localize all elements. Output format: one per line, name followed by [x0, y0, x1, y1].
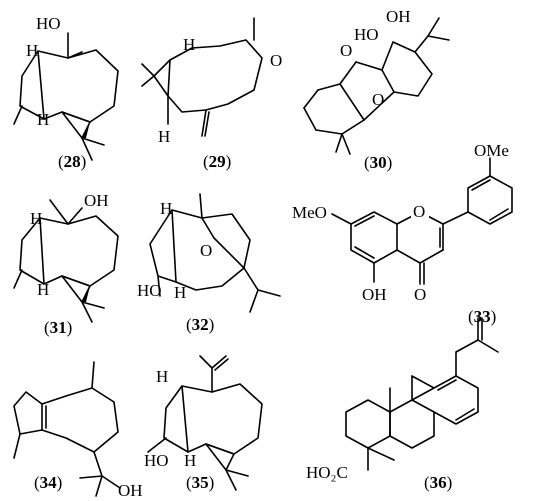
- compound-label-36: (36): [424, 473, 452, 492]
- structure-34: OH (34): [13, 361, 143, 500]
- atom-label: H: [156, 367, 168, 386]
- atom-label: H: [183, 35, 195, 54]
- compound-label-31: (31): [44, 318, 72, 337]
- compound-number: 28: [64, 152, 81, 171]
- compound-label-29: (29): [203, 152, 231, 171]
- atom-label: H: [184, 451, 196, 470]
- compound-number: 31: [50, 318, 67, 337]
- atom-label: O: [270, 51, 282, 70]
- atom-label: O: [200, 241, 212, 260]
- structure-28: HO H H (28): [13, 14, 119, 171]
- atom-label: OH: [386, 7, 411, 26]
- compound-number: 32: [192, 315, 209, 334]
- compound-number: 29: [209, 152, 226, 171]
- compound-label-32: (32): [186, 315, 214, 334]
- compound-number: 34: [40, 473, 58, 492]
- atom-label: HO: [137, 281, 162, 300]
- atom-label: O: [413, 202, 425, 221]
- atom-label: H: [37, 110, 49, 129]
- atom-label: O: [372, 90, 384, 109]
- atom-label: HO: [36, 14, 61, 33]
- atom-label: H: [26, 41, 38, 60]
- atom-label: OH: [84, 191, 109, 210]
- compound-label-30: (30): [364, 153, 392, 172]
- atom-label: MeO: [292, 203, 327, 222]
- structure-31: OH H H (31): [13, 191, 119, 337]
- atom-label: O: [414, 285, 426, 304]
- compound-label-34: (34): [34, 473, 62, 492]
- atom-label: HO: [354, 25, 379, 44]
- structure-29: H O H (29): [141, 17, 282, 171]
- atom-label: H: [158, 127, 170, 146]
- compound-label-35: (35): [186, 473, 214, 492]
- atom-label: OH: [362, 285, 387, 304]
- compound-number: 36: [430, 473, 447, 492]
- compound-number: 30: [370, 153, 387, 172]
- compound-number: 35: [192, 473, 209, 492]
- structure-36: HO₂C (36): [306, 317, 499, 492]
- compound-label-28: (28): [58, 152, 86, 171]
- atom-label: O: [340, 41, 352, 60]
- atom-label: OMe: [474, 141, 509, 160]
- atom-label: H: [30, 209, 42, 228]
- structure-30: O O OH HO (30): [303, 7, 450, 172]
- structure-35: H HO H (35): [144, 355, 263, 492]
- structure-32: H O HO H (32): [137, 193, 281, 334]
- structure-33: O OMe MeO OH O (33): [292, 141, 513, 326]
- atom-label: H: [160, 199, 172, 218]
- atom-label: HO₂C: [306, 463, 348, 482]
- atom-label: H: [37, 280, 49, 299]
- atom-label: H: [174, 283, 186, 302]
- atom-label: OH: [118, 481, 143, 500]
- atom-label: HO: [144, 451, 169, 470]
